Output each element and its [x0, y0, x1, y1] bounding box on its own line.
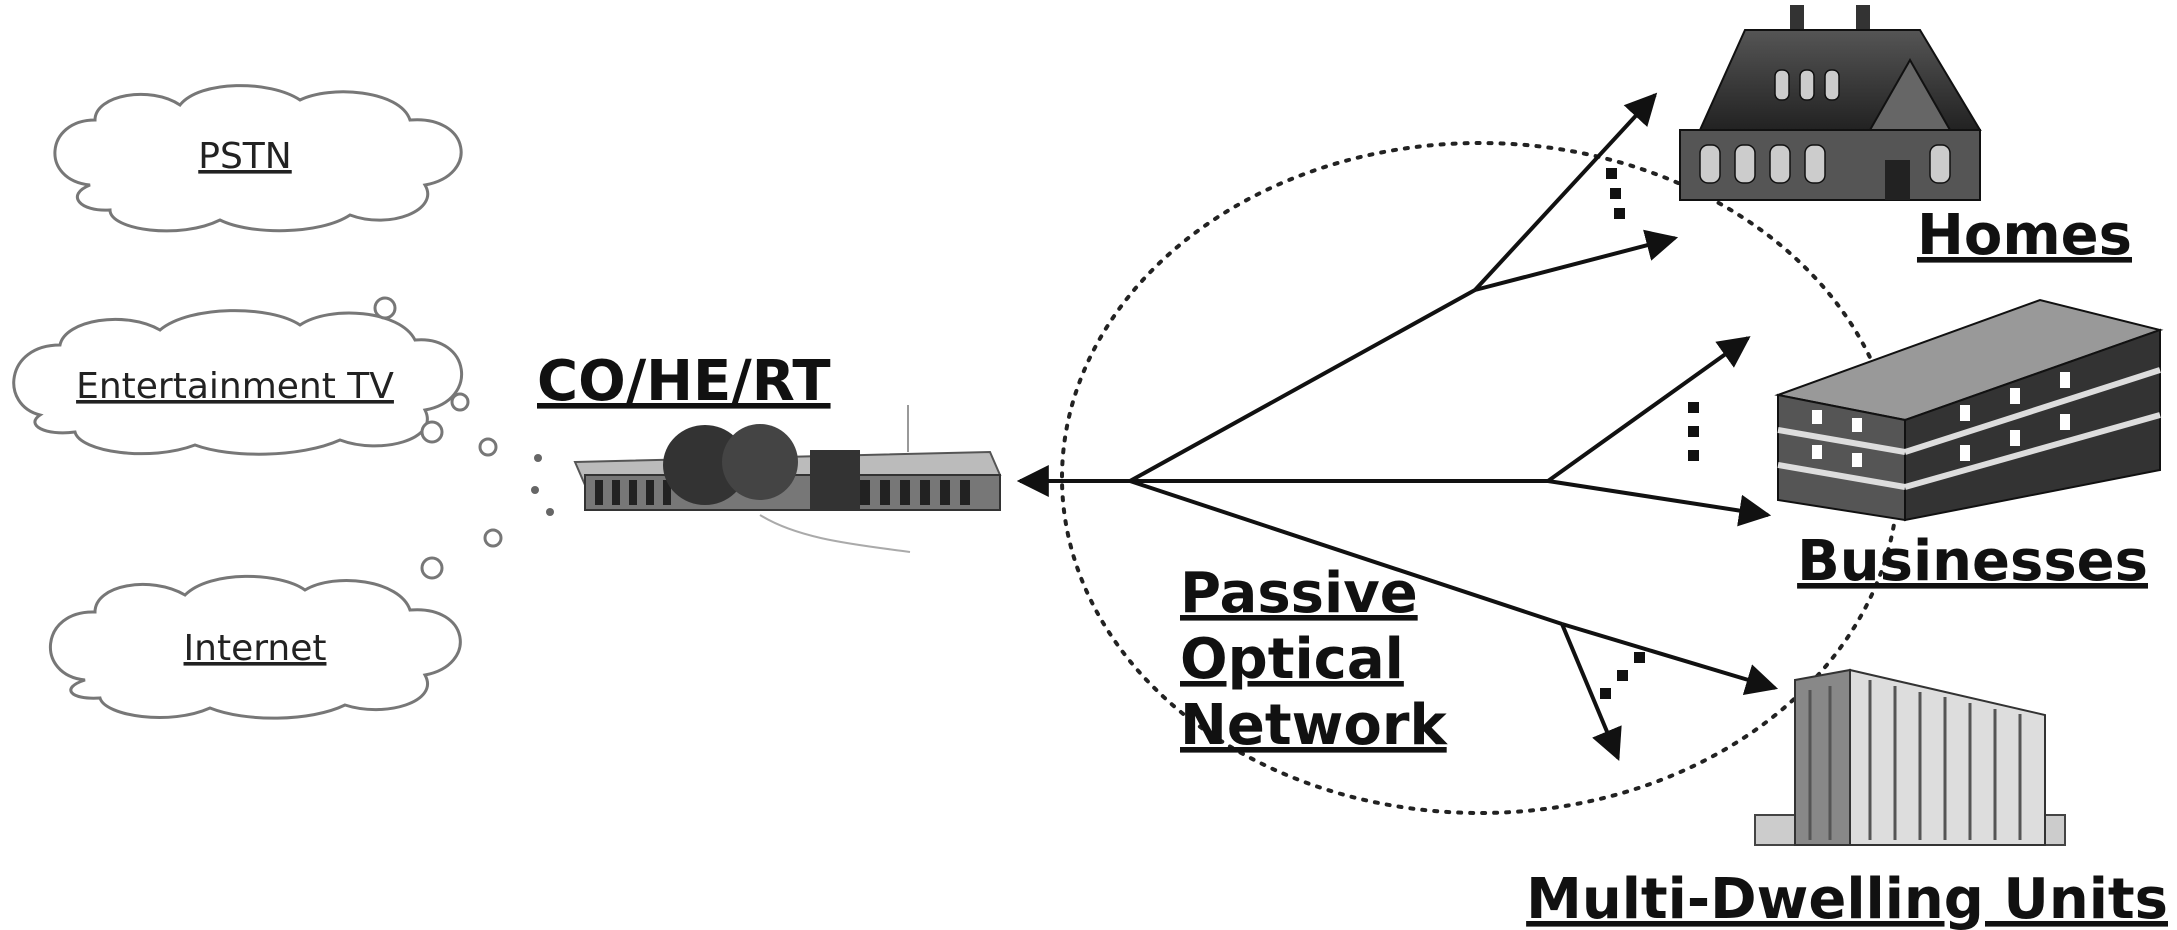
- pon-label-line2: Optical: [1180, 627, 1404, 692]
- branch-to-mdu: [1129, 479, 1563, 626]
- ellipsis-mdu: [1600, 652, 1645, 699]
- entertainment-tv-cloud: Entertainment TV: [12, 309, 463, 456]
- bubble: [420, 556, 444, 580]
- businesses-label: Businesses: [1797, 529, 2148, 594]
- house-windows: [1699, 69, 1951, 184]
- internet-label: Internet: [184, 628, 327, 669]
- internet-cloud-shape: [49, 574, 462, 720]
- entertainment-tv-cloud-shape: [12, 309, 463, 456]
- homes-drop-2: [1474, 229, 1679, 292]
- ellipsis-homes: [1606, 168, 1625, 219]
- co-tree: [663, 425, 747, 505]
- dot: [546, 508, 554, 516]
- office-windows: [1812, 372, 2070, 467]
- bubble: [478, 437, 498, 457]
- pon-label-line1: Passive: [1180, 561, 1418, 626]
- mdu-label: Multi-Dwelling Units: [1526, 867, 2168, 930]
- businesses-drop-1: [1546, 336, 1751, 483]
- homes-drop-1: [1473, 92, 1658, 292]
- businesses-drop-2: [1547, 479, 1772, 527]
- entertainment-tv-label: Entertainment TV: [76, 366, 394, 407]
- house-icon: [1679, 5, 1982, 201]
- mdu-drop-2: [1560, 623, 1622, 761]
- house-door: [1885, 160, 1910, 200]
- pon-label-line3: Network: [1180, 693, 1448, 758]
- house-chimney: [1856, 5, 1870, 35]
- central-office-label: CO/HE/RT: [537, 349, 831, 414]
- mdu-windows: [1808, 680, 2022, 840]
- bubble: [373, 296, 397, 320]
- co-windows: [595, 480, 970, 505]
- bubble: [450, 392, 470, 412]
- co-tree: [722, 424, 798, 500]
- apartment-building-icon: [1754, 668, 2066, 846]
- dot: [531, 486, 539, 494]
- mdu-tower-front: [1794, 668, 1851, 846]
- pstn-cloud-shape: [53, 84, 463, 233]
- pstn-label: PSTN: [198, 136, 291, 177]
- co-driveway: [759, 514, 911, 553]
- small-dots: [531, 454, 554, 516]
- bubble: [420, 420, 444, 444]
- mdu-tower-side: [1849, 668, 2046, 846]
- dot: [534, 454, 542, 462]
- co-tower: [810, 450, 860, 510]
- connection-bubbles: [373, 296, 503, 580]
- central-office-building: [573, 405, 1002, 553]
- fiber-paths: [1016, 92, 1779, 761]
- mdu-drop-1: [1561, 622, 1779, 696]
- internet-cloud: Internet: [49, 574, 462, 720]
- office-floor-bands: [1777, 367, 2161, 490]
- house-chimney: [1790, 5, 1804, 35]
- homes-label: Homes: [1917, 203, 2132, 268]
- office-building-icon: [1774, 298, 2164, 522]
- pon-label: Passive Optical Network: [1180, 561, 1448, 758]
- ellipsis-businesses: [1688, 402, 1699, 461]
- branch-to-homes: [1129, 288, 1476, 483]
- bubble: [483, 528, 503, 548]
- pstn-cloud: PSTN: [53, 84, 463, 233]
